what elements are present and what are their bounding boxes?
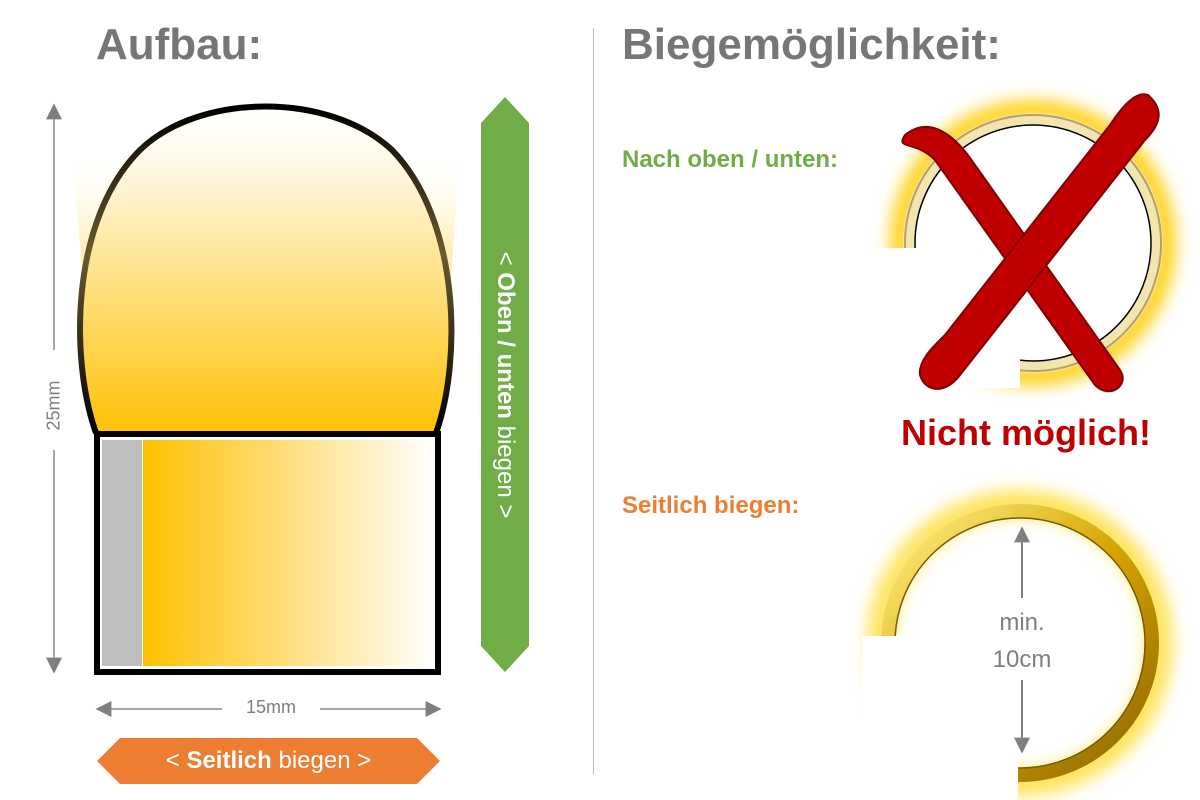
green-double-arrow-icon [481,97,529,672]
dome-lens [77,103,455,435]
min-radius-label: min. 10cm [962,604,1082,678]
width-dimension-label: 15mm [228,697,314,718]
bend-sideways-label: < Seitlich biegen > [165,747,372,774]
bend-sideways-arrow: < Seitlich biegen > [97,738,440,784]
min-radius-line-2: 10cm [992,646,1052,673]
height-dimension-label: 25mm [43,380,64,431]
profile-base [94,431,441,675]
bend-sideways-heading: Seitlich biegen: [622,492,800,519]
min-radius-line-1: min. [999,609,1045,636]
bend-up-down-arrow: < Oben / unten biegen > [481,97,529,672]
red-x-icon [901,93,1160,393]
orange-double-arrow-icon [97,738,440,784]
section-divider [593,28,594,774]
not-possible-text: Nicht möglich! [901,412,1151,453]
bend-up-down-label: < Oben / unten biegen > [492,251,519,518]
bend-up-down-heading: Nach oben / unten: [622,146,838,173]
ring-glow-outside-icon [862,490,1173,800]
title-biegemoeglichkeit: Biegemöglichkeit: [622,20,1001,69]
title-aufbau: Aufbau: [96,20,263,69]
